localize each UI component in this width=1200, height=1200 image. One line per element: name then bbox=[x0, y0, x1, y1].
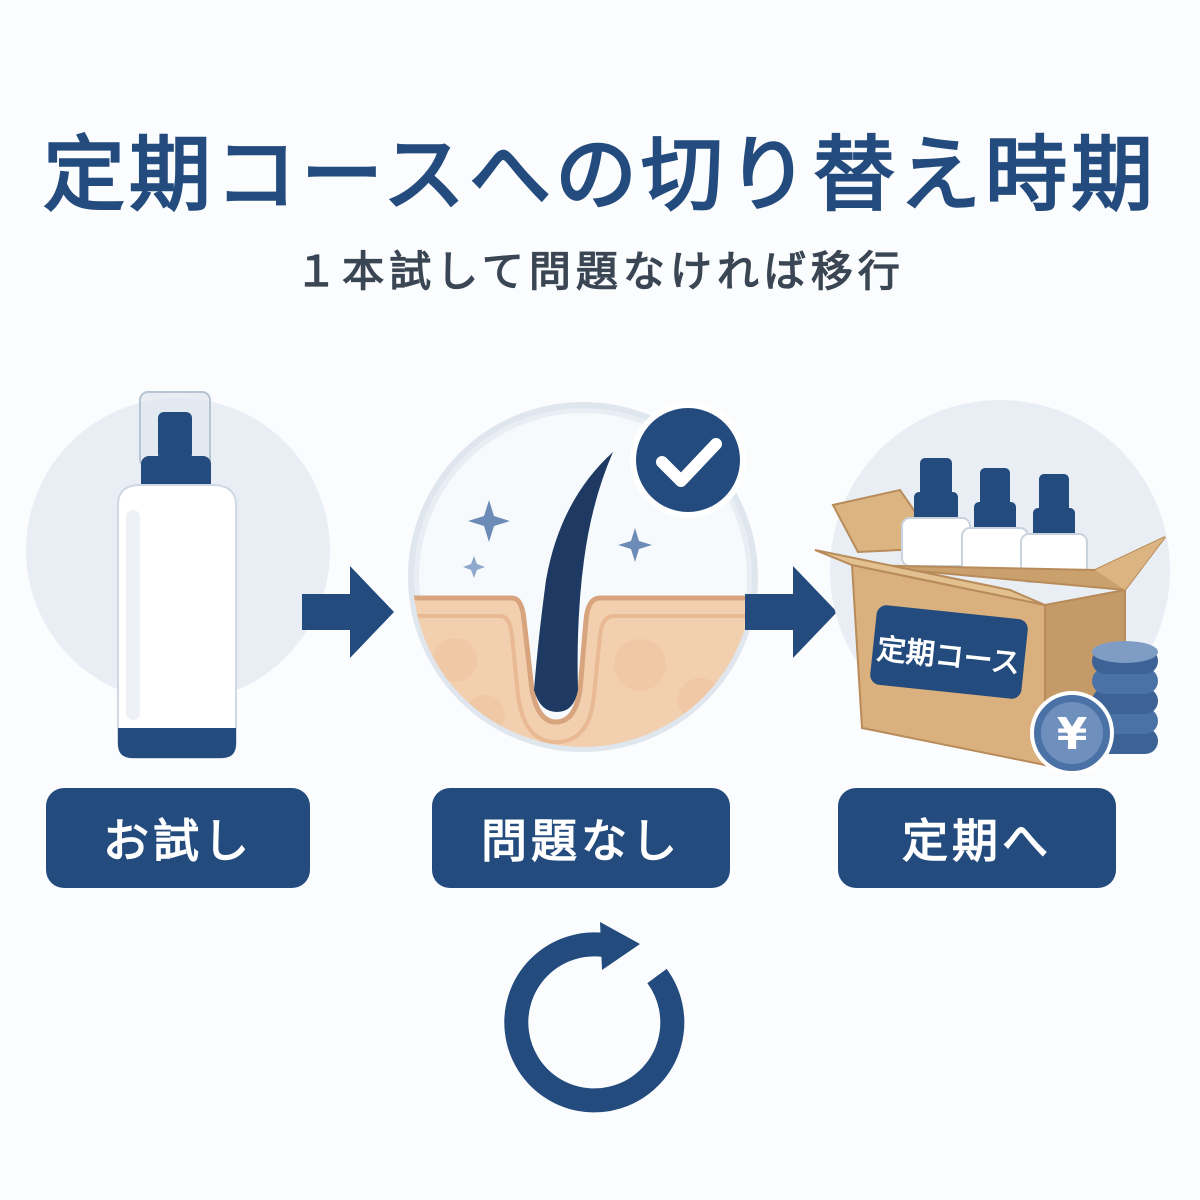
sparkle-icon bbox=[618, 528, 652, 562]
page-title: 定期コースへの切り替え時期 bbox=[43, 128, 1157, 223]
subscription-box-icon: 定期コース bbox=[814, 458, 1166, 767]
arrow-right-icon bbox=[302, 566, 394, 658]
step2-illustration bbox=[408, 402, 758, 752]
step1-illustration bbox=[26, 391, 330, 759]
step-label-no-problem: 問題なし bbox=[432, 788, 730, 888]
healthy-hair-scalp-icon bbox=[413, 452, 753, 747]
step-label-trial: お試し bbox=[46, 788, 310, 888]
svg-text:¥: ¥ bbox=[1057, 709, 1088, 760]
yen-coin-icon: ¥ bbox=[1030, 691, 1114, 775]
check-badge-icon bbox=[630, 402, 746, 518]
sparkle-icon bbox=[468, 500, 510, 542]
page-subtitle: １本試して問題なければ移行 bbox=[295, 247, 905, 296]
repeat-cycle-icon bbox=[504, 922, 685, 1113]
arrow-right-icon bbox=[745, 566, 837, 658]
bottle-in-box bbox=[901, 458, 1088, 583]
spray-bottle-icon bbox=[117, 391, 237, 759]
step3-illustration: 定期コース ¥ bbox=[814, 400, 1170, 775]
step-label-subscription: 定期へ bbox=[838, 788, 1116, 888]
sparkle-icon bbox=[463, 556, 485, 578]
